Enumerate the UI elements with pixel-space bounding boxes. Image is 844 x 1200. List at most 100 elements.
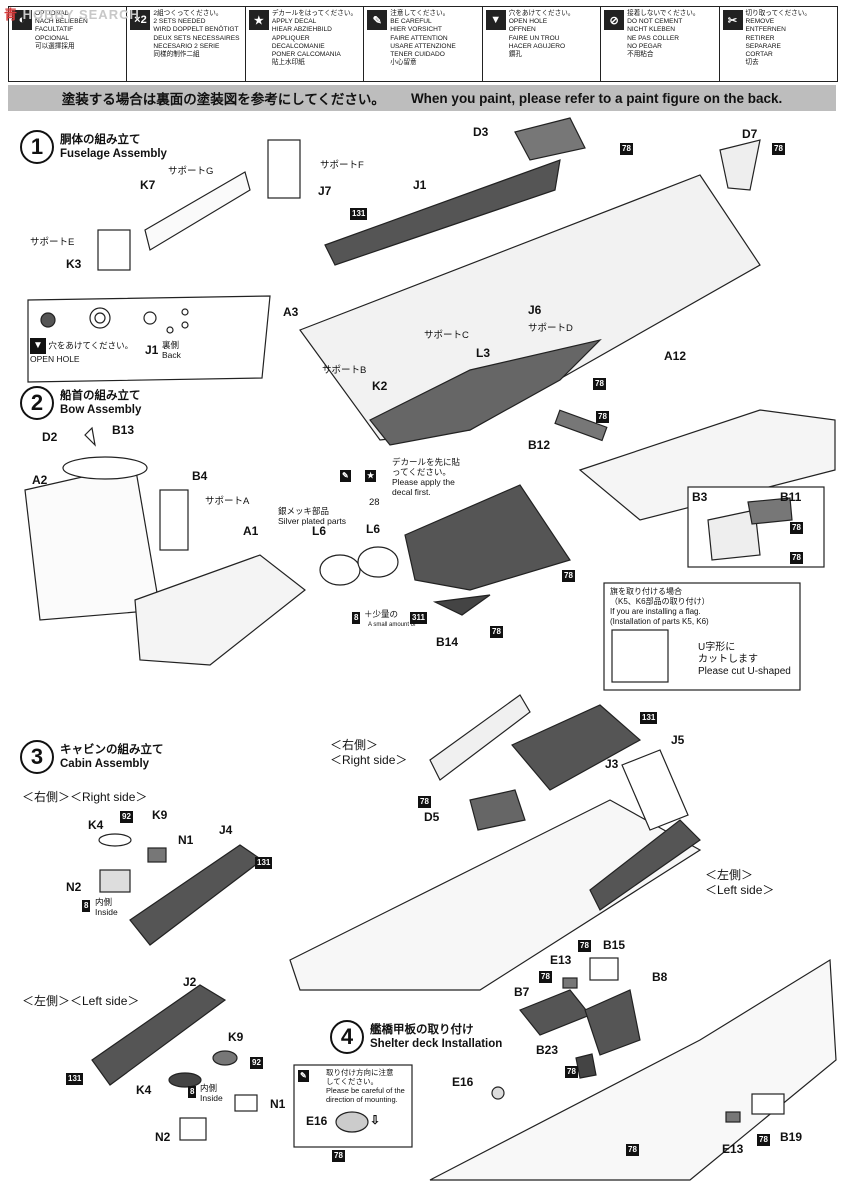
step-title-en: Fuselage Assembly [60, 148, 167, 160]
part-label: B13 [112, 423, 135, 437]
part-label: J7 [318, 184, 332, 198]
color-ref: 28 [369, 497, 380, 508]
part-b4 [159, 489, 189, 551]
support-label: サポートA [205, 496, 250, 507]
part-label: L6 [366, 522, 381, 536]
part-label: J5 [671, 733, 685, 747]
part-label: E16 [306, 1114, 328, 1128]
legend-item-optional: ◐ OPTIONAL NACH BELIEBEN FACULTATIF OPCI… [9, 7, 128, 81]
color-tag: 78 [490, 626, 503, 638]
part-d3 [514, 117, 586, 161]
part-l6-right [357, 546, 399, 578]
part-b14 [432, 594, 491, 616]
part-a2 [24, 464, 161, 621]
part-label: A12 [664, 349, 687, 363]
hull-a12 [299, 174, 761, 441]
part-b11 [747, 497, 793, 525]
part-a1 [134, 554, 306, 666]
color-tag: 78 [596, 411, 609, 423]
left-side-heading: ＜左側＞＜Left side＞ [22, 994, 140, 1008]
part-label: J3 [605, 757, 619, 771]
part-e16-large [335, 1111, 369, 1133]
legend-item-careful: ✎ 注意してください。 BE CAREFUL HIER VORSICHT FAI… [364, 7, 483, 81]
part-label: B7 [514, 985, 530, 999]
part-j3 [511, 704, 642, 791]
banner-en: When you paint, please refer to a paint … [410, 90, 783, 106]
deck-j1 [324, 159, 561, 266]
color-tag: 8 [82, 900, 91, 912]
step-3: 3 キャビンの組み立て Cabin Assembly [20, 740, 164, 774]
support-label: サポートF [320, 160, 364, 171]
part-label: K7 [140, 178, 156, 192]
color-tag: 78 [790, 552, 803, 564]
part-label: E13 [722, 1142, 744, 1156]
color-tag: 131 [350, 208, 368, 220]
optional-icon: ◐ [12, 10, 32, 30]
step-title-jp: 胴体の組み立て [60, 134, 141, 146]
step-number: 2 [20, 386, 54, 420]
color-tag: 78 [757, 1134, 770, 1146]
part-label: B15 [603, 938, 626, 952]
caution-brush-icon: ✎ [367, 10, 388, 30]
x2-icon: ×2 [130, 10, 151, 30]
left-side-panel [589, 819, 701, 911]
open-hole-icon: ▼ [30, 338, 46, 354]
color-tag: 131 [255, 857, 273, 869]
part-d2 [84, 426, 96, 447]
decal-star-icon: ★ [365, 470, 377, 482]
color-tag: 78 [593, 378, 606, 390]
step-number: 4 [330, 1020, 364, 1054]
part-j5 [621, 749, 689, 831]
part-b7 [519, 989, 591, 1036]
arrow-down-icon: ⇩ [370, 1113, 381, 1127]
part-d7 [719, 139, 761, 191]
part-label: K2 [372, 379, 388, 393]
no-cement-icon: ⊘ [604, 10, 625, 30]
part-label: L6 [312, 524, 327, 538]
mounting-note-box [293, 1064, 413, 1148]
part-label: L3 [476, 346, 491, 360]
part-label: J1 [145, 343, 159, 357]
part-label: J6 [528, 303, 542, 317]
color-tag: 92 [120, 811, 133, 823]
part-label: A1 [243, 524, 259, 538]
step-number: 3 [20, 740, 54, 774]
step-title-en: Cabin Assembly [60, 758, 150, 770]
legend-item-no-cement: ⊘ 接着しないでください。 DO NOT CEMENT NICHT KLEBEN… [601, 7, 720, 81]
part-k3 [97, 229, 131, 271]
part-e16-small [491, 1086, 505, 1100]
mounting-note: 取り付け方向に注意 してください。 Please be careful of t… [326, 1068, 405, 1104]
legend-text: 注意してください。 BE CAREFUL HIER VORSICHT FAIRE… [390, 10, 456, 67]
part-label: K4 [88, 818, 104, 832]
part-l6-left [319, 554, 361, 586]
support-label: サポートB [322, 365, 367, 376]
part-label: J2 [183, 975, 197, 989]
part-label: N2 [66, 880, 82, 894]
color-tag: 78 [772, 143, 785, 155]
part-n1-right [147, 847, 167, 863]
inside-note: 内側 Inside [95, 897, 118, 917]
right-side-panel [429, 694, 531, 781]
part-k4-left [168, 1072, 202, 1088]
inside-note: 内側 Inside [200, 1083, 223, 1103]
part-b12 [554, 409, 608, 442]
legend-item-open-hole: ▼ 穴をあけてください。 OPEN HOLE OFFNEN FAIRE UN T… [483, 7, 602, 81]
symbol-legend: ◐ OPTIONAL NACH BELIEBEN FACULTATIF OPCI… [8, 6, 838, 82]
part-j7 [267, 139, 301, 199]
color-tag: 78 [790, 522, 803, 534]
step-title-jp: 船首の組み立て [60, 390, 141, 402]
part-label: N2 [155, 1130, 171, 1144]
decal-first-note: デカールを先に貼 ってください。 Please apply the decal … [392, 457, 461, 497]
part-e13-bottom [725, 1111, 741, 1123]
part-b19 [751, 1093, 785, 1115]
flag-detail-box [603, 582, 801, 691]
step-title-en: Bow Assembly [60, 404, 142, 416]
shelter-deck-hull [429, 958, 837, 1181]
part-label: B8 [652, 970, 668, 984]
remove-cut-icon: ✂ [722, 10, 743, 30]
color-tag: 78 [626, 1144, 639, 1156]
step-title-jp: キャビンの組み立て [60, 744, 164, 756]
legend-text: OPTIONAL NACH BELIEBEN FACULTATIF OPCION… [35, 10, 88, 50]
